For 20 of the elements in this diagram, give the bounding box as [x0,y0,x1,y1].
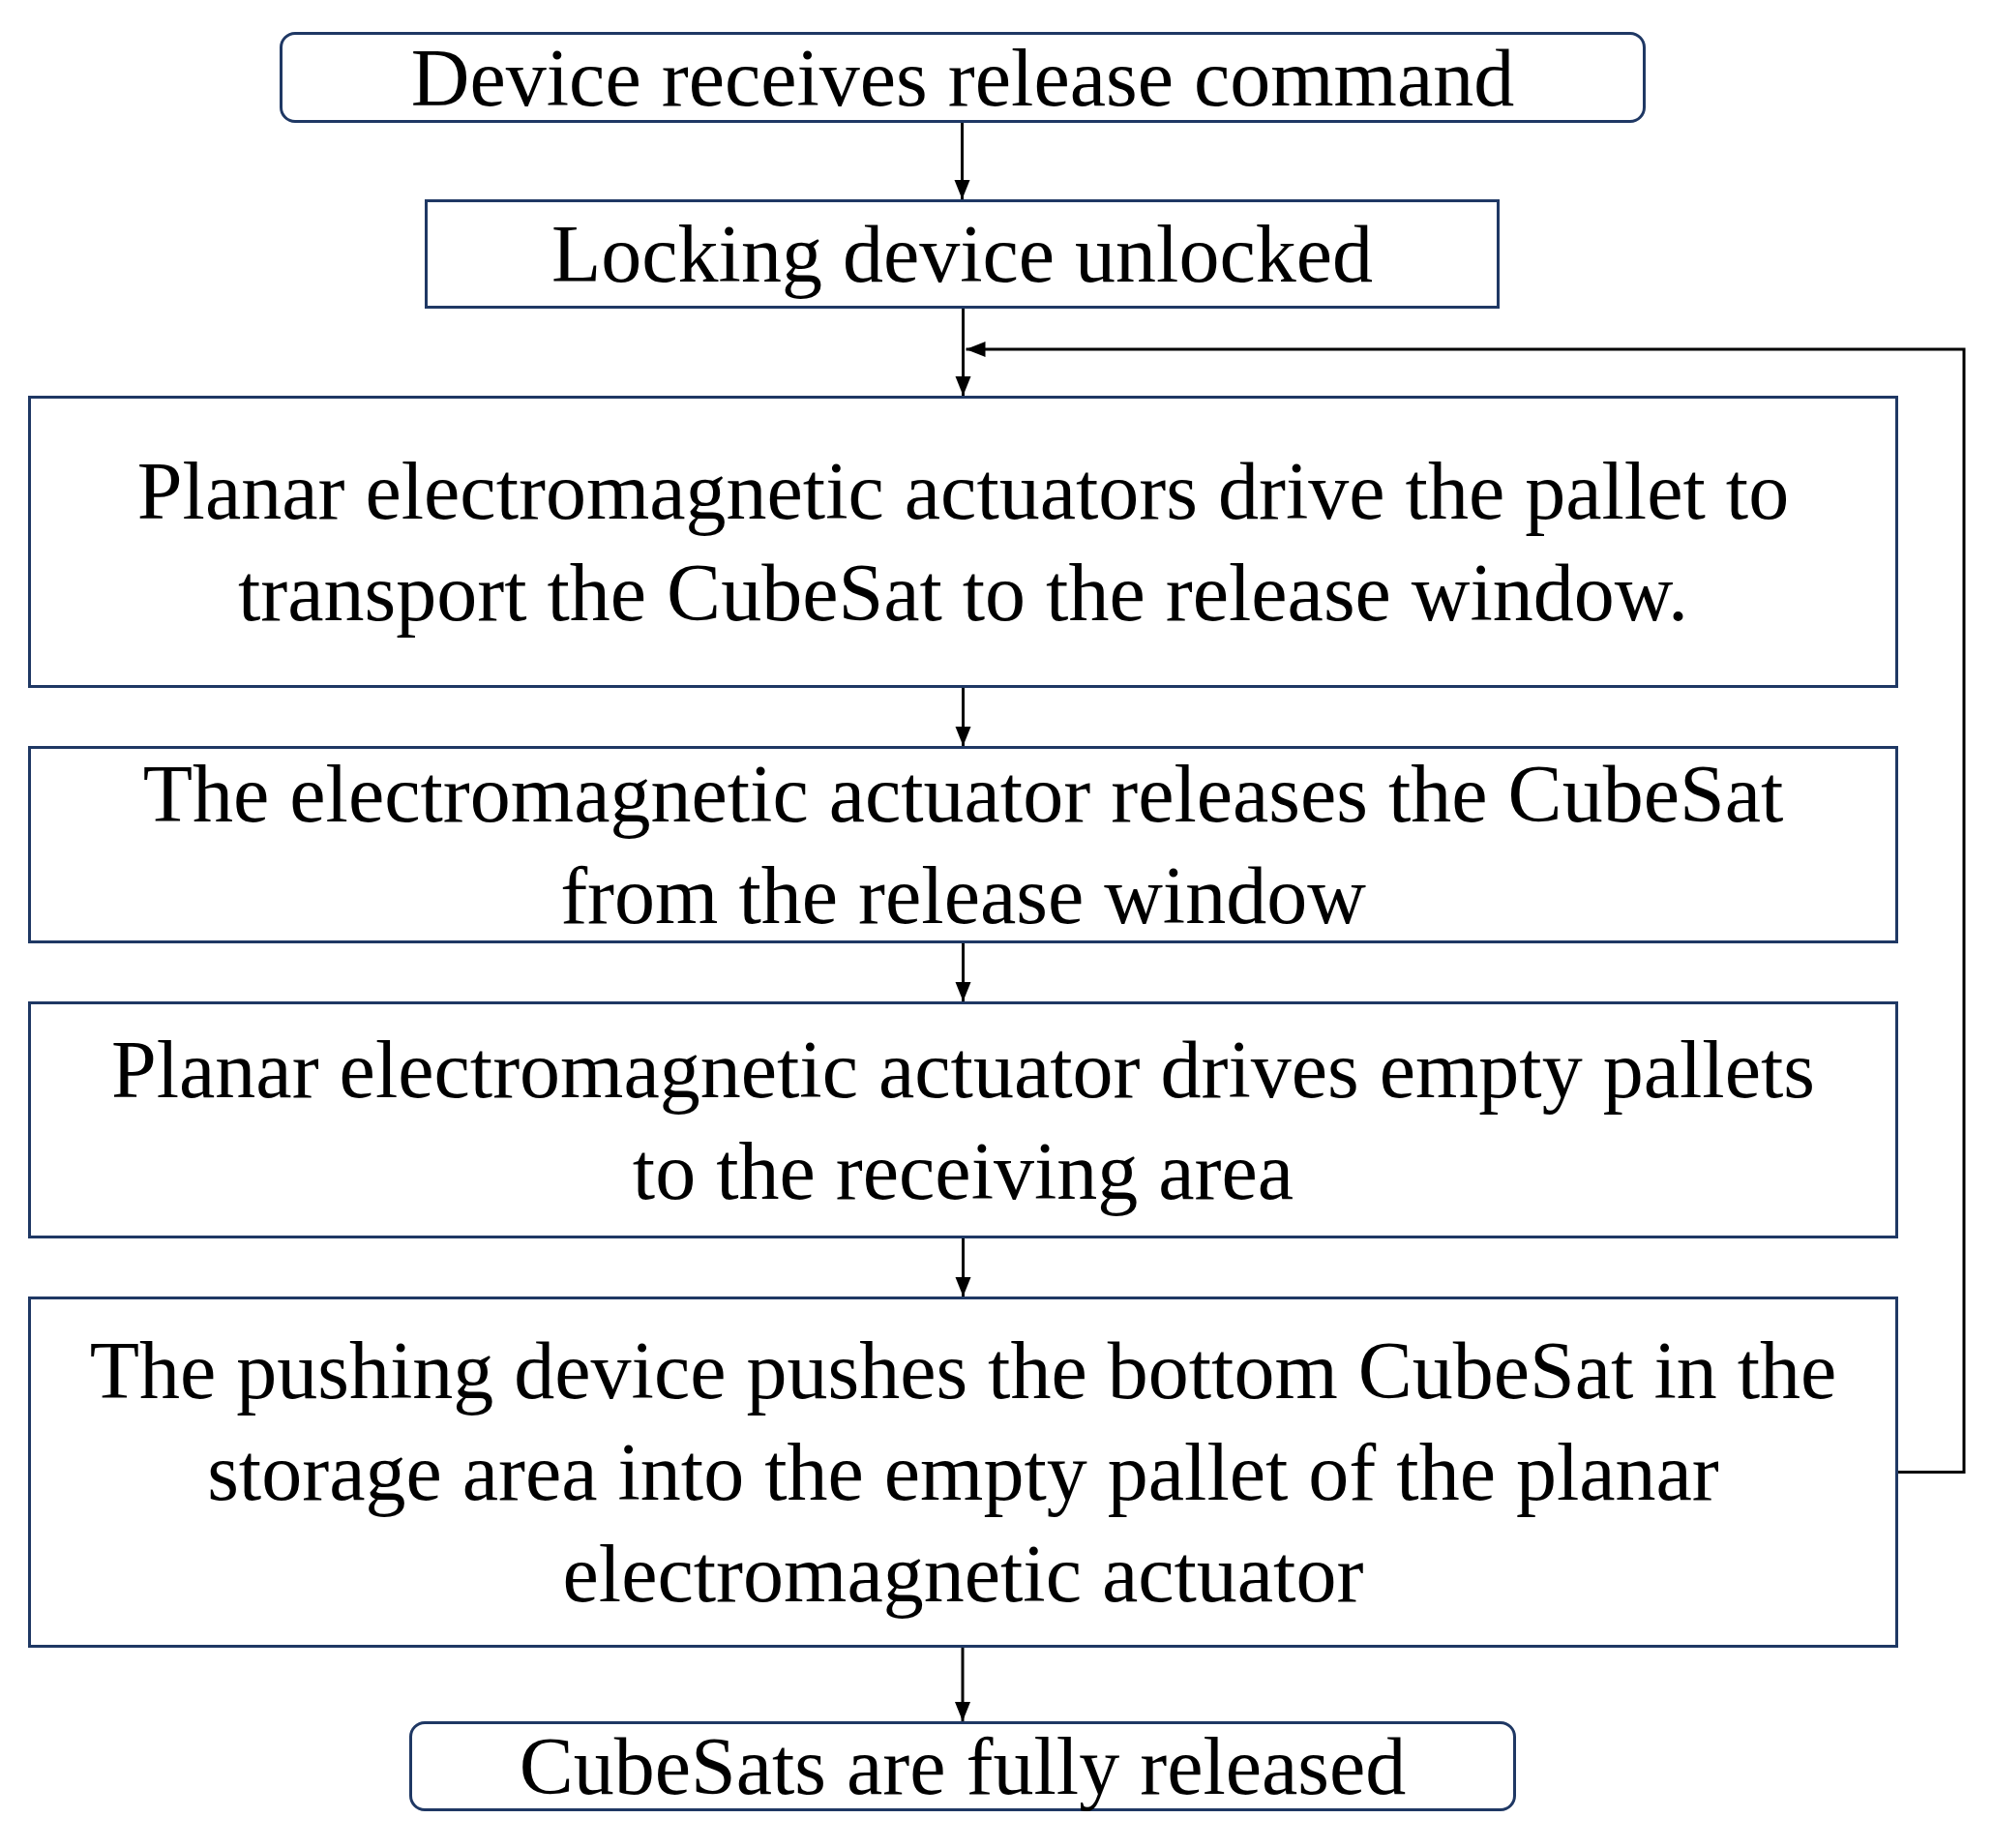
step-text: CubeSats are fully released [518,1720,1408,1813]
step-text: The electromagnetic actuator releases the CubeSat from the release window [141,748,1785,942]
process-box [28,1297,1898,1648]
arrow [955,943,971,1001]
arrow [966,342,1966,1474]
arrow [955,1648,970,1721]
terminal-box [280,32,1646,123]
step-text: The pushing device pushes the bottom CubeSat in the storage area into the empty pallet of the planar electromagnetic actuator [88,1325,1838,1621]
process-box [28,396,1898,688]
step-text: Planar electromagnetic actuator drives empty pallets to the receiving area [110,1023,1816,1218]
arrow [955,1238,971,1297]
terminal-box [409,1721,1516,1811]
step-text: Planar electromagnetic actuators drive the pallet to transport the CubeSat to the release window. [135,445,1791,640]
process-box [425,199,1500,309]
step-text: Locking device unlocked [550,208,1374,301]
process-box [28,1001,1898,1238]
arrow [954,123,970,199]
step-text: Device receives release command [409,31,1516,125]
arrow [955,309,971,396]
arrow [955,688,971,746]
